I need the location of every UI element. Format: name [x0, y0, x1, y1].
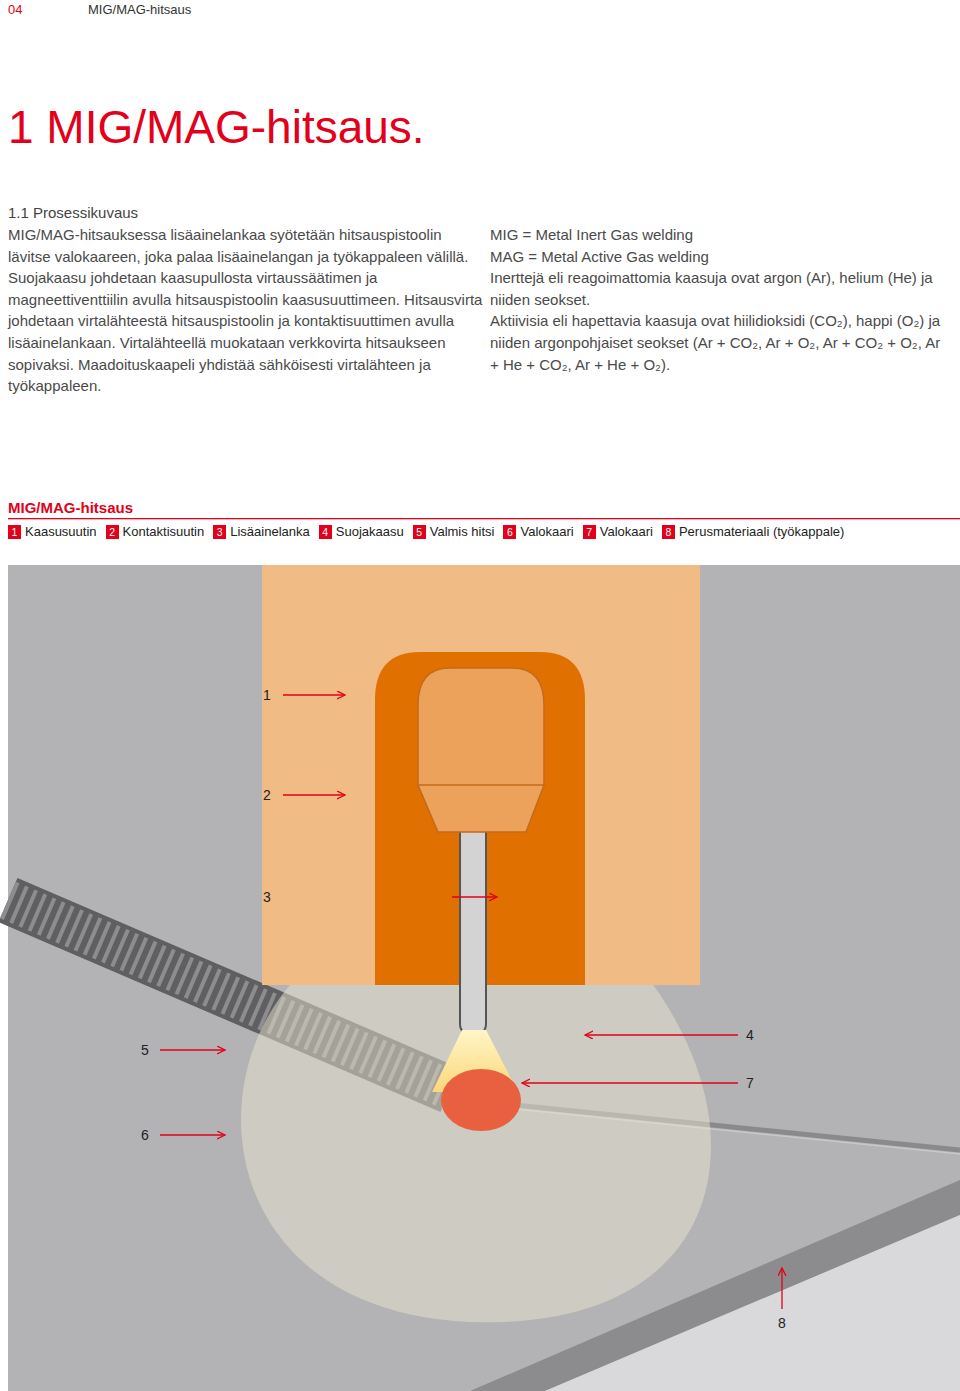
legend-text: Valmis hitsi — [430, 524, 495, 539]
legend-swatch: 4 — [319, 525, 332, 539]
legend-number: 1 — [12, 526, 18, 538]
legend-item: 8 Perusmateriaali (työkappale) — [662, 524, 844, 539]
legend-swatch: 2 — [106, 525, 119, 539]
gas-note: Aktiivisia eli hapettavia kaasuja ovat h… — [490, 310, 952, 375]
body-paragraph: MIG/MAG-hitsauksessa lisäainelankaa syöt… — [8, 224, 486, 397]
leader-arrow — [283, 694, 345, 695]
legend-text: Valokaari — [520, 524, 573, 539]
abbreviation-line: MAG = Metal Active Gas welding — [490, 246, 952, 268]
legend-text: Kaasusuutin — [25, 524, 97, 539]
legend-number: 5 — [416, 526, 422, 538]
leader-arrow — [160, 1134, 225, 1135]
legend-swatch: 3 — [213, 525, 226, 539]
legend-number: 3 — [217, 526, 223, 538]
legend-item: 7 Valokaari — [583, 524, 653, 539]
legend-swatch: 7 — [583, 525, 596, 539]
legend-item: 5 Valmis hitsi — [413, 524, 495, 539]
legend-item: 2 Kontaktisuutin — [106, 524, 205, 539]
contact-tip — [418, 668, 544, 832]
callout-number: 5 — [141, 1042, 149, 1058]
callout-number: 2 — [263, 787, 271, 803]
legend-item: 1 Kaasusuutin — [8, 524, 97, 539]
legend-swatch: 8 — [662, 525, 675, 539]
leader-arrow — [585, 1034, 738, 1035]
legend-item: 6 Valokaari — [503, 524, 573, 539]
legend-item: 4 Suojakaasu — [319, 524, 404, 539]
legend-number: 8 — [666, 526, 672, 538]
right-column: MIG = Metal Inert Gas weldingMAG = Metal… — [490, 224, 952, 375]
section-subheading: 1.1 Prosessikuvaus — [8, 202, 488, 224]
legend-swatch: 5 — [413, 525, 426, 539]
callout-number: 4 — [746, 1027, 754, 1043]
callout-number: 1 — [263, 687, 271, 703]
legend-swatch: 1 — [8, 525, 21, 539]
legend-text: Perusmateriaali (työkappale) — [679, 524, 844, 539]
contact-tip-band — [418, 784, 544, 786]
legend-number: 2 — [109, 526, 115, 538]
leader-arrow — [452, 896, 497, 897]
abbreviation-line: MIG = Metal Inert Gas welding — [490, 224, 952, 246]
callout-number: 6 — [141, 1127, 149, 1143]
callout-number: 8 — [778, 1315, 786, 1331]
callout-number: 7 — [746, 1075, 754, 1091]
leader-arrow — [522, 1082, 738, 1083]
legend-number: 4 — [322, 526, 328, 538]
running-header: MIG/MAG-hitsaus — [88, 2, 191, 18]
legend-text: Suojakaasu — [336, 524, 404, 539]
filler-wire — [460, 800, 486, 1036]
legend-swatch: 6 — [503, 525, 516, 539]
callout-number: 3 — [263, 889, 271, 905]
page-number: 04 — [8, 2, 22, 18]
gas-note: Inerttejä eli reagoimattomia kaasuja ova… — [490, 267, 952, 310]
legend-text: Valokaari — [600, 524, 653, 539]
weld-pool — [441, 1069, 521, 1131]
legend-number: 7 — [586, 526, 592, 538]
leader-arrows — [160, 695, 782, 1309]
workpiece-surface — [8, 565, 960, 1391]
leader-arrow — [781, 1268, 782, 1309]
figure-heading: MIG/MAG-hitsaus — [8, 499, 133, 517]
legend-row: 1 Kaasusuutin 2 Kontaktisuutin 3 Lisäainelank… — [8, 524, 844, 539]
leader-arrow — [283, 794, 345, 795]
legend-text: Kontaktisuutin — [123, 524, 205, 539]
leader-arrow — [160, 1049, 225, 1050]
page-title: 1 MIG/MAG-hitsaus. — [8, 100, 425, 155]
legend-item: 3 Lisäainelanka — [213, 524, 310, 539]
legend-number: 6 — [507, 526, 513, 538]
legend-text: Lisäainelanka — [230, 524, 310, 539]
section-rule — [8, 518, 960, 519]
